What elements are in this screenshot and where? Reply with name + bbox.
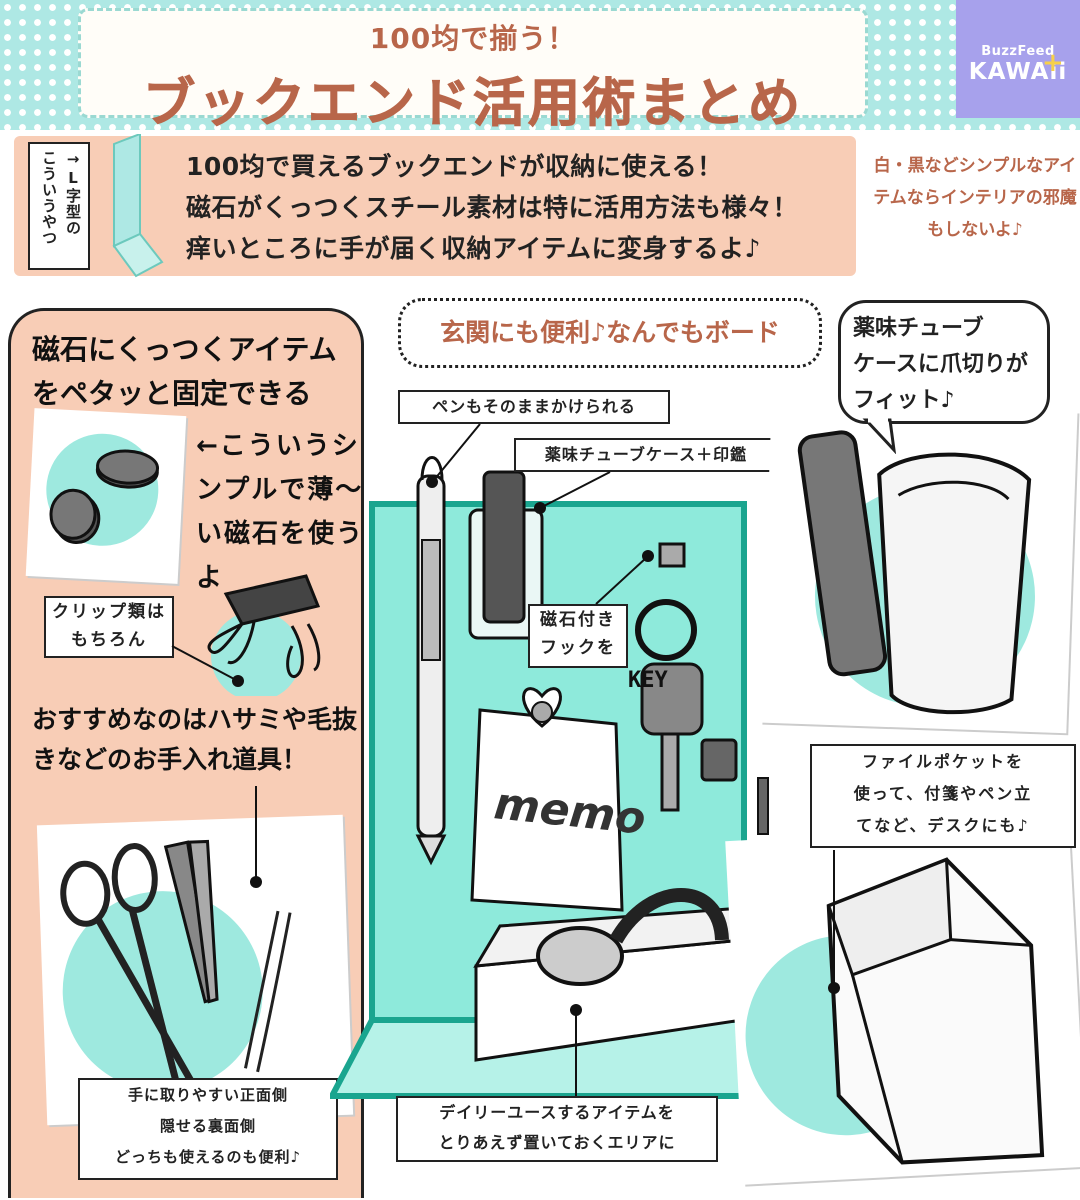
brand-logo[interactable]: BuzzFeed KAWAii [956,0,1080,118]
bubble-tail [862,418,897,454]
brand-plus-icon: + [1042,48,1064,78]
board-title-badge: 玄関にも便利♪なんでもボード [398,298,822,368]
magnet-icon [46,433,160,546]
pen-pointer [426,423,481,488]
file-label: ファイルポケットを 使って、付箋やペン立 てなど、デスクにも♪ [810,744,1076,848]
file-label-line2: 使って、付箋やペン立 [853,784,1033,803]
tools-pointer [250,786,262,888]
nail-clipper-bubble: 薬味チューブ ケースに爪切りが フィット♪ [838,300,1050,424]
clip-label-line1: クリップ類は [52,602,166,622]
bookend-icon [112,134,164,278]
l-shape-label-col1: →L字型の [64,150,82,236]
tube-pointer [534,471,611,514]
tools-photo-card [36,814,354,1126]
hook-pointer [595,550,654,605]
tube-label: 薬味チューブケース＋印鑑 [514,438,778,472]
tray-label: デイリーユースするアイテムを とりあえず置いておくエリアに [396,1096,718,1162]
file-label-line3: てなど、デスクにも♪ [856,816,1030,835]
bubble-line2: ケースに爪切りが [853,352,1028,377]
magnet-heading: 磁石にくっつくアイテムをペタッと固定できる [32,333,337,410]
page-title: ブックエンド活用術まとめ [142,74,803,135]
intro-line-1: 100均で買えるブックエンドが収納に使える！ [186,152,723,181]
side-label: 手に取りやすい正面側 隠せる裏面側 どっちも使えるのも便利♪ [78,1078,338,1180]
intro-text: 100均で買えるブックエンドが収納に使える！ 磁石がくっつくスチール素材は特に活… [186,146,856,269]
pen-label: ペンもそのままかけられる [398,390,670,424]
clip-label: クリップ類は もちろん [44,596,174,658]
side-label-line2: 隠せる裏面側 [159,1117,256,1135]
hook-label: 磁石付き フックを [528,604,628,668]
tray-pointer [570,1004,582,1096]
side-label-line3: どっちも使えるのも便利♪ [114,1148,302,1166]
nail-clipper-photo-card [760,400,1078,734]
file-label-line1: ファイルポケットを [861,752,1024,771]
brand-name-top: BuzzFeed [981,44,1055,59]
intro-line-2: 磁石がくっつくスチール素材は特に活用方法も様々！ [186,193,799,222]
clip-label-line2: もちろん [71,630,147,650]
scissors-tweezers-icon [60,839,292,1092]
brand-name-bottom: KAWAii [968,59,1068,85]
intro-line-3: 痒いところに手が届く収納アイテムに変身するよ♪ [186,234,761,263]
clip-pointer [171,645,244,687]
magnet-description: ←こういうシンプルで薄〜い磁石を使うよ [196,431,365,593]
page-subtitle: 100均で揃う！ [369,22,577,55]
side-note: 白・黒などシンプルなアイテムならインテリアの邪魔もしないよ♪ [873,156,1077,240]
tray-label-line2: とりあえず置いておくエリアに [438,1133,676,1152]
nail-clipper-icon [797,430,1035,715]
file-pocket-photo-card [725,823,1080,1185]
key-text: KEY [628,668,668,693]
bubble-line3: フィット♪ [853,388,955,413]
binder-clip-icon [207,574,321,696]
recommend-heading: おすすめなのはハサミや毛抜きなどのお手入れ道具！ [32,705,358,774]
l-shape-label-col2: こういうやつ [40,150,58,246]
hook-label-line2: フックを [540,638,616,658]
magnet-photo-card [25,408,187,584]
title-box: 100均で揃う！ ブックエンド活用術まとめ [78,8,868,135]
file-pointer [828,850,840,994]
file-pocket-icon [745,857,1045,1165]
bookend-board-illustration [330,456,770,1099]
tray-label-line1: デイリーユースするアイテムを [439,1103,675,1122]
l-shape-label: →L字型の こういうやつ [28,142,90,270]
bubble-line1: 薬味チューブ [853,316,984,341]
hook-label-line1: 磁石付き [540,610,616,630]
side-label-line1: 手に取りやすい正面側 [127,1086,288,1104]
